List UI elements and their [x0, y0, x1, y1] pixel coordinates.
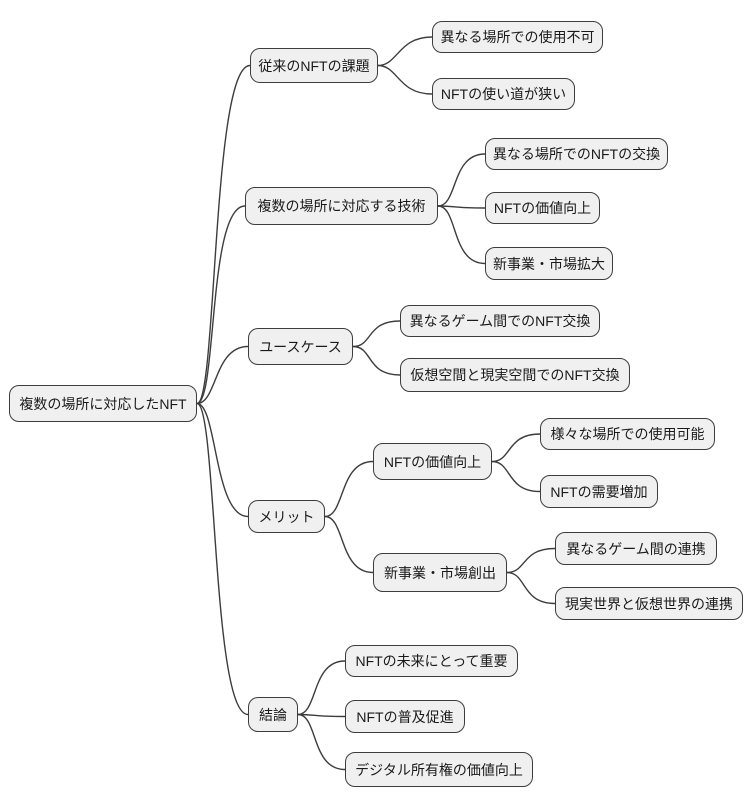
edge-business-1 [506, 547, 556, 574]
edge-root-usecases [196, 345, 249, 405]
node-branch-merits: メリット [248, 500, 325, 533]
edge-conclusion-2 [297, 713, 346, 718]
edge-value-2 [491, 460, 541, 493]
edge-root-challenges [196, 64, 251, 405]
node-branch-challenges: 従来のNFTの課題 [250, 48, 378, 83]
edge-usecases-1 [352, 320, 401, 348]
edge-technology-2 [437, 205, 486, 209]
node-branch-conclusion: 結論 [248, 697, 298, 732]
node-leaf-technology-2: NFTの価値向上 [485, 192, 600, 224]
node-leaf-technology-1: 異なる場所でのNFTの交換 [485, 138, 668, 170]
node-leaf-challenges-2: NFTの使い道が狭い [432, 78, 575, 110]
node-leaf-value-1: 様々な場所での使用可能 [540, 418, 715, 450]
edge-business-2 [506, 571, 556, 605]
node-leaf-conclusion-2: NFTの普及促進 [345, 700, 465, 733]
edge-root-conclusion [196, 402, 249, 716]
node-leaf-value-2: NFTの需要増加 [540, 475, 658, 508]
edge-merits-business [324, 515, 374, 574]
edge-value-1 [491, 433, 541, 463]
node-leaf-conclusion-3: デジタル所有権の価値向上 [345, 752, 533, 787]
edge-technology-3 [437, 205, 486, 265]
node-leaf-usecases-2: 仮想空間と現実空間でのNFT交換 [400, 358, 630, 392]
edge-conclusion-3 [297, 713, 346, 771]
edge-challenges-1 [377, 36, 433, 67]
node-subbranch-new-business: 新事業・市場創出 [373, 553, 507, 592]
edge-challenges-2 [377, 64, 433, 95]
node-leaf-challenges-1: 異なる場所での使用不可 [432, 21, 603, 53]
node-leaf-business-1: 異なるゲーム間の連携 [555, 532, 717, 565]
node-branch-technology: 複数の場所に対応する技術 [245, 187, 438, 225]
edge-conclusion-1 [297, 660, 346, 716]
edge-usecases-2 [352, 345, 401, 376]
node-root: 複数の場所に対応したNFT [9, 385, 197, 422]
node-leaf-business-2: 現実世界と仮想世界の連携 [555, 587, 743, 620]
node-leaf-conclusion-1: NFTの未来にとって重要 [345, 645, 518, 677]
edge-root-technology [196, 205, 246, 405]
edge-merits-value [324, 460, 374, 518]
node-subbranch-value-up: NFTの価値向上 [373, 443, 492, 480]
node-leaf-technology-3: 新事業・市場拡大 [485, 247, 613, 280]
node-branch-usecases: ユースケース [248, 328, 353, 365]
edge-technology-1 [437, 153, 486, 207]
node-leaf-usecases-1: 異なるゲーム間でのNFT交換 [400, 305, 600, 337]
edge-root-merits [196, 402, 249, 518]
